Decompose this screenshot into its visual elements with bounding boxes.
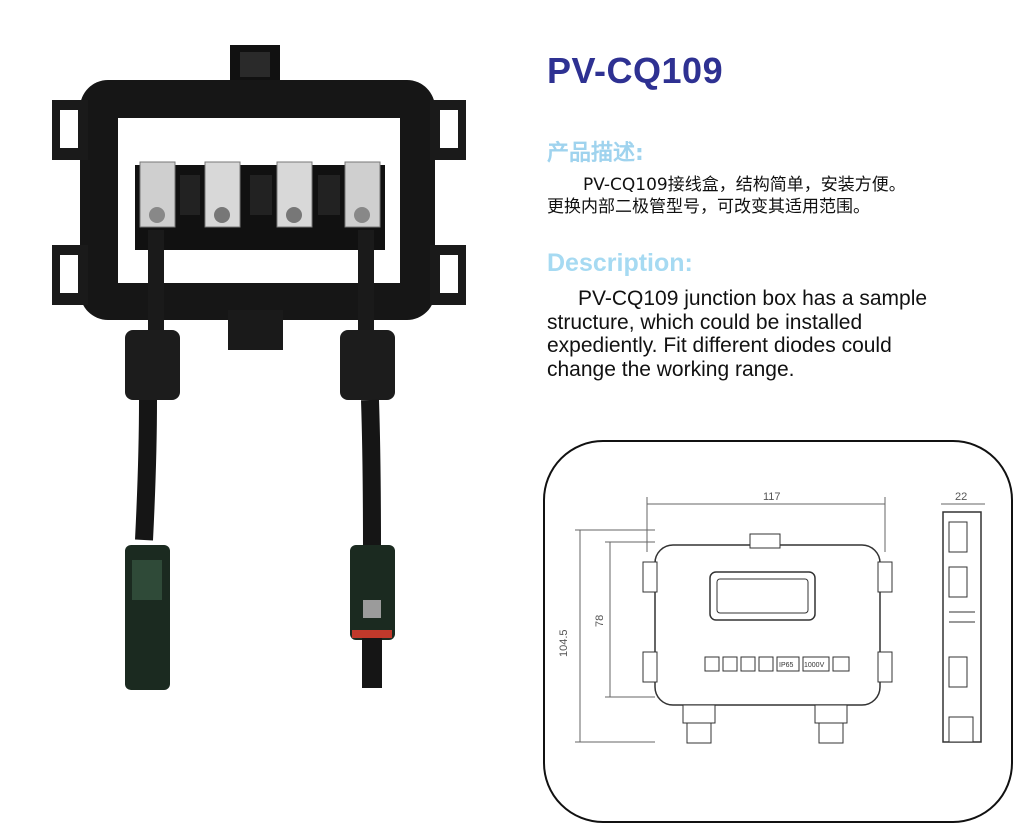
dim-height-inner-label: 78: [594, 615, 606, 627]
chinese-description-body: PV-CQ109接线盒，结构简单，安装方便。 更换内部二极管型号，可改变其适用范…: [547, 174, 997, 218]
chinese-description-heading: 产品描述:: [547, 141, 644, 166]
mc4-connector-male: [350, 545, 395, 640]
product-title: PV-CQ109: [547, 50, 724, 91]
chinese-line-1: PV-CQ109接线盒，结构简单，安装方便。: [583, 175, 906, 195]
cable-gland-right: [340, 330, 395, 400]
english-description-heading: Description:: [547, 249, 693, 277]
box-front-view: [654, 544, 881, 706]
english-line-2: structure, which could be installed: [547, 310, 863, 334]
junction-box-photo: [52, 45, 466, 690]
dim-depth-label: 22: [955, 491, 967, 503]
english-line-4: change the working range.: [547, 357, 795, 381]
cable-gland-left: [125, 330, 180, 400]
dim-width-label: 117: [763, 491, 781, 503]
technical-drawing-panel: 117 104.5 78 IP65 1000V: [543, 440, 1013, 823]
english-description-body: PV-CQ109 junction box has a sample struc…: [547, 287, 1007, 381]
english-line-3: expediently. Fit different diodes could: [547, 334, 892, 357]
english-line-1: PV-CQ109 junction box has a sample: [578, 287, 928, 310]
dim-height-outer-label: 104.5: [558, 629, 570, 657]
dimension-drawing: 117 104.5 78 IP65 1000V: [558, 491, 985, 744]
ip-rating-label: IP65: [779, 662, 794, 669]
chinese-line-2: 更换内部二极管型号，可改变其适用范围。: [547, 197, 870, 217]
voltage-label: 1000V: [804, 662, 825, 669]
